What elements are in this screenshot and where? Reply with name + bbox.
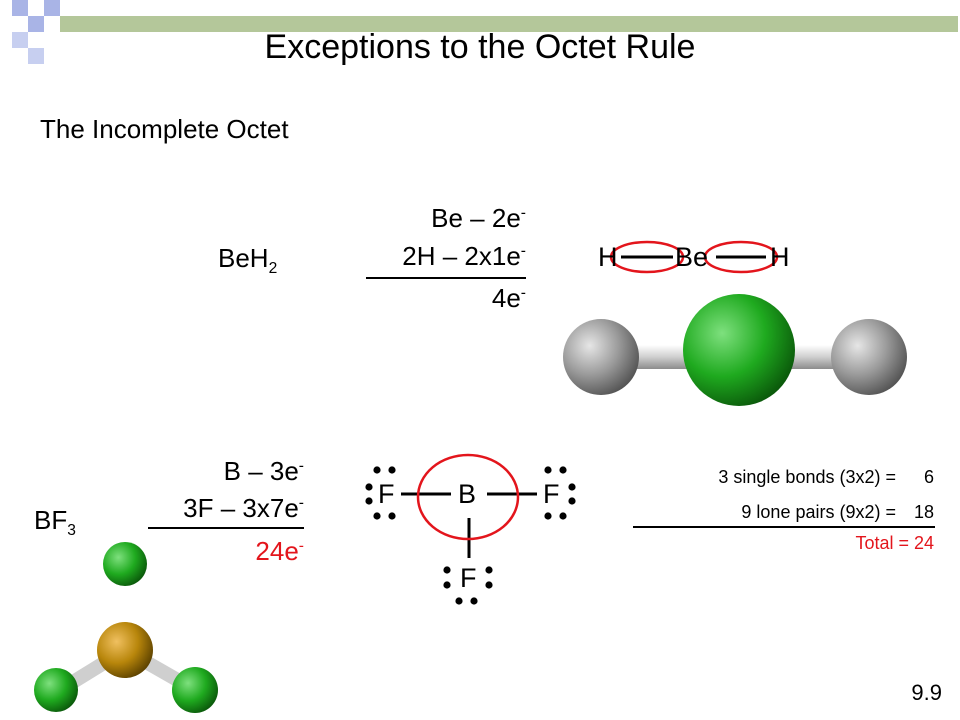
bf3-count-total: Total = 24: [855, 533, 934, 553]
bf3-count-sum-line: [633, 526, 935, 528]
beh2-formula: BeH2: [218, 243, 278, 278]
bf3-pairs-label: 9 lone pairs (9x2) =: [741, 502, 896, 522]
bf3-boron-highlight: [416, 453, 520, 541]
beh2-molecule-model: [563, 294, 907, 406]
bf3-lewis-bottom-f: F: [460, 563, 477, 593]
beh2-lewis-right-h: H: [770, 242, 790, 272]
bf3-total-electrons: 24e-: [255, 536, 304, 566]
bf3-bonds-label: 3 single bonds (3x2) =: [718, 467, 896, 487]
bf3-lone-pairs: [365, 466, 576, 605]
bf3-formula: BF3: [34, 505, 76, 540]
beh2-lewis-left-h: H: [598, 242, 618, 272]
beh2-total-electrons: 4e-: [491, 283, 526, 313]
bf3-electron-line-b: B – 3e-: [223, 456, 304, 486]
bf3-lewis-left-f: F: [378, 479, 395, 509]
beh2-sum-line: [366, 277, 526, 279]
beh2-left-bond-highlight: [609, 240, 685, 274]
beh2-right-bond-highlight: [703, 240, 779, 274]
page-number: 9.9: [911, 680, 942, 705]
corner-decoration: [12, 0, 958, 64]
slide-subtitle: The Incomplete Octet: [40, 114, 289, 144]
bf3-lewis-b: B: [458, 479, 477, 509]
bf3-sum-line: [148, 527, 304, 529]
bf3-pairs-value: 18: [913, 502, 934, 522]
beh2-electron-line-h: 2H – 2x1e-: [402, 241, 526, 271]
beh2-electron-line-be: Be – 2e-: [431, 203, 526, 233]
bf3-molecule-model: [34, 542, 218, 713]
slide-title: Exceptions to the Octet Rule: [264, 28, 696, 66]
bf3-bonds-value: 6: [923, 467, 934, 487]
beh2-lewis-be: Be: [675, 242, 709, 272]
bf3-electron-line-f: 3F – 3x7e-: [183, 493, 304, 523]
bf3-lewis-right-f: F: [543, 479, 560, 509]
